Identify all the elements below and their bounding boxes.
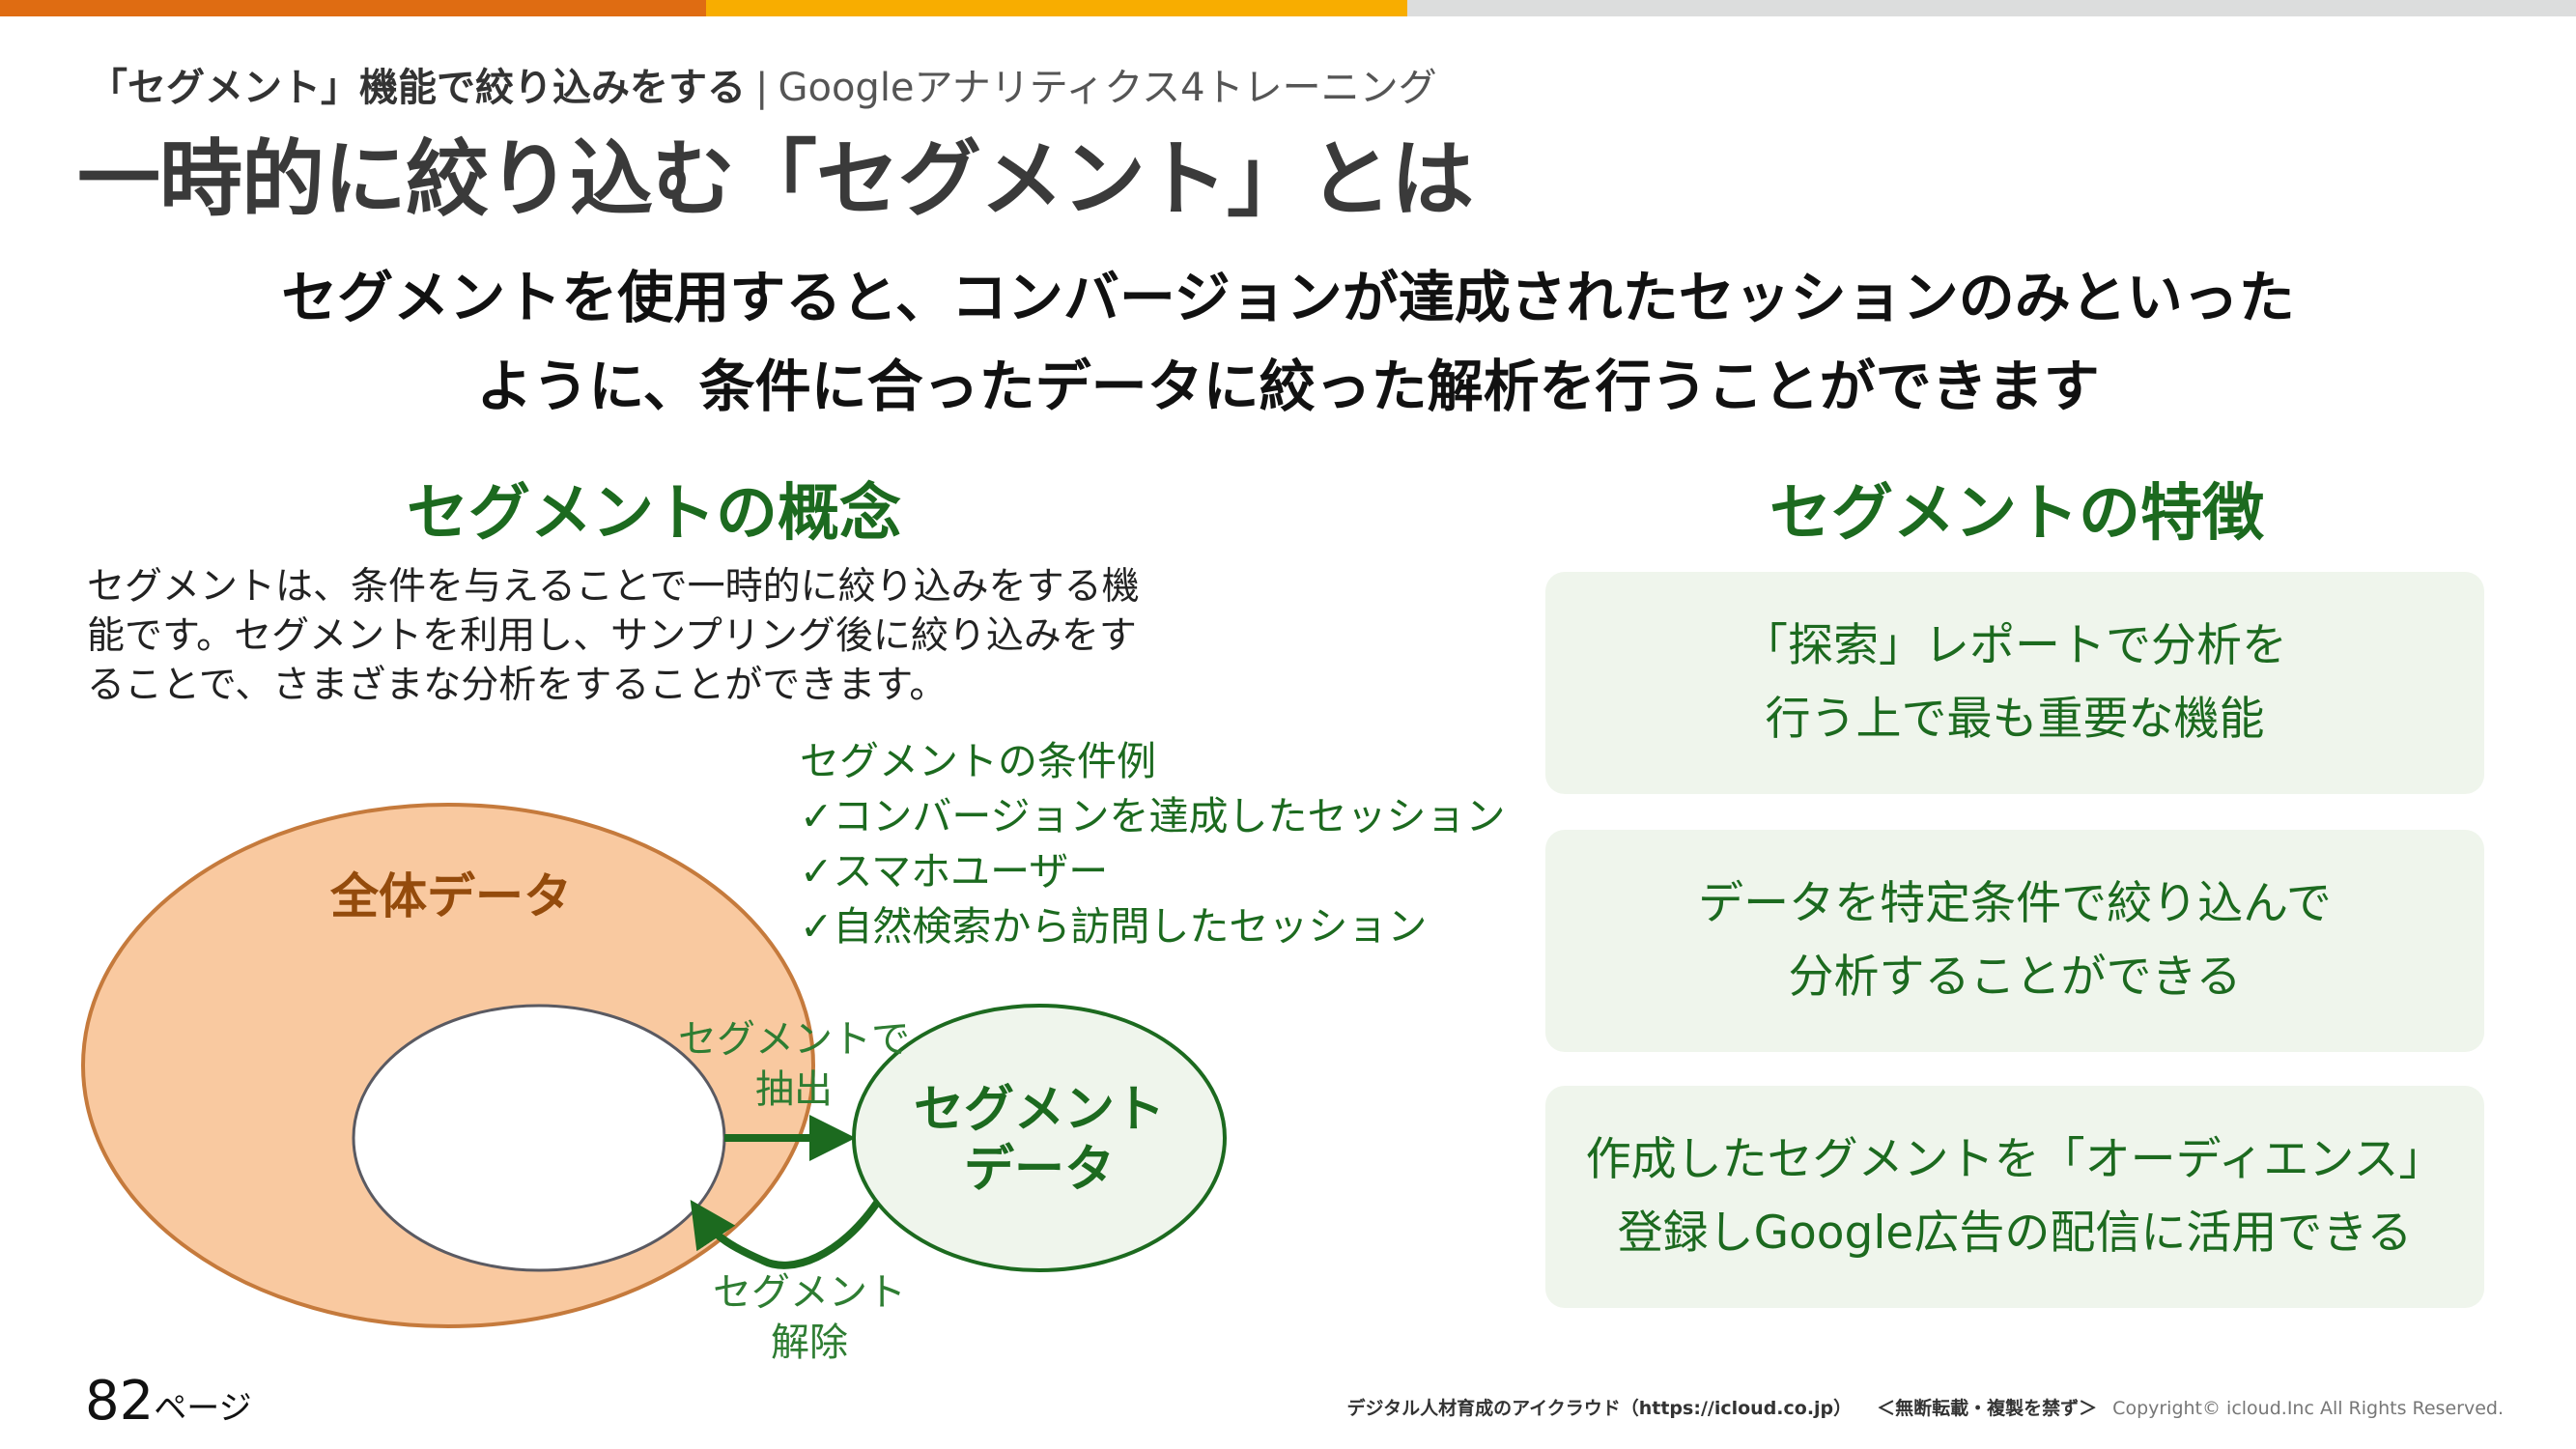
segment-data-label-line-1: セグメント — [913, 1081, 1166, 1139]
release-label: セグメント 解除 — [713, 1267, 906, 1368]
feature-card-line-1: 作成したセグメントを「オーディエンス」 — [1585, 1133, 2445, 1186]
feature-card: 作成したセグメントを「オーディエンス」 登録しGoogle広告の配信に活用できる — [1545, 1086, 2484, 1308]
feature-card-line-2: 分析することができる — [1788, 951, 2242, 1004]
release-label-line-1: セグメント — [713, 1270, 906, 1315]
release-arrow — [690, 1200, 881, 1269]
feature-card-line-1: 「探索」レポートで分析を — [1742, 619, 2287, 672]
footer-company: デジタル人材育成のアイクラウド（https://icloud.co.jp） — [1346, 1398, 1853, 1419]
subtitle-separator: | — [755, 66, 769, 110]
release-label-line-2: 解除 — [771, 1321, 848, 1365]
feature-card-line-2: 行う上で最も重要な機能 — [1765, 693, 2265, 746]
concept-paragraph: セグメントは、条件を与えることで一時的に絞り込みをする機 能です。セグメントを利… — [87, 562, 1246, 710]
accent-bar-orange — [0, 0, 706, 16]
condition-item: ✓スマホユーザー — [800, 848, 1109, 895]
condition-item: ✓コンバージョンを達成したセッション — [800, 793, 1506, 839]
footer-notice: ＜無断転載・複製を禁ず＞ — [1877, 1398, 2098, 1419]
whole-data-ellipse — [81, 803, 815, 1328]
features-heading: セグメントの特徴 — [1769, 478, 2264, 550]
feature-card: 「探索」レポートで分析を 行う上で最も重要な機能 — [1545, 572, 2484, 794]
condition-item: ✓自然検索から訪問したセッション — [800, 903, 1428, 950]
footer: デジタル人材育成のアイクラウド（https://icloud.co.jp） ＜無断… — [1346, 1394, 2504, 1420]
condition-examples-title: セグメントの条件例 — [800, 738, 1156, 784]
page-title: 一時的に絞り込む「セグメント」とは — [77, 131, 1474, 228]
accent-bar-yellow — [706, 0, 1407, 16]
lead-line-2: ように、条件に合ったデータに絞った解析を行うことができます — [476, 354, 2100, 419]
segment-subset-ellipse — [352, 1004, 726, 1272]
feature-card: データを特定条件で絞り込んで 分析することができる — [1545, 830, 2484, 1052]
page-number-unit: ページ — [154, 1389, 252, 1428]
extract-label-line-1: セグメントで — [678, 1017, 910, 1062]
page-number-value: 82 — [85, 1370, 155, 1433]
subtitle-topic: 「セグメント」機能で絞り込みをする — [89, 66, 746, 110]
top-accent-bar — [0, 0, 2576, 16]
extract-label-line-2: 抽出 — [755, 1067, 833, 1112]
paragraph-line: セグメントは、条件を与えることで一時的に絞り込みをする機 — [87, 565, 1140, 609]
condition-examples: セグメントの条件例 ✓コンバージョンを達成したセッション ✓スマホユーザー ✓自… — [800, 734, 1506, 954]
subtitle-course: Googleアナリティクス4トレーニング — [778, 66, 1437, 110]
whole-data-label: 全体データ — [330, 868, 572, 924]
feature-card-line-1: データを特定条件で絞り込んで — [1698, 877, 2332, 930]
paragraph-line: 能です。セグメントを利用し、サンプリング後に絞り込みをす — [87, 614, 1137, 658]
extract-label: セグメントで 抽出 — [678, 1014, 910, 1115]
lead-text: セグメントを使用すると、コンバージョンが達成されたセッションのみといった ように… — [0, 253, 2576, 431]
section-subtitle: 「セグメント」機能で絞り込みをする|Googleアナリティクス4トレーニング — [89, 56, 1437, 112]
segment-data-label: セグメント データ — [914, 1080, 1165, 1200]
accent-bar-gray — [1407, 0, 2576, 16]
page-number: 82ページ — [85, 1370, 252, 1433]
segment-data-label-line-2: データ — [963, 1141, 1116, 1199]
lead-line-1: セグメントを使用すると、コンバージョンが達成されたセッションのみといった — [281, 265, 2295, 330]
concept-heading: セグメントの概念 — [407, 478, 901, 550]
footer-copyright: Copyright© icloud.Inc All Rights Reserve… — [2112, 1398, 2504, 1419]
segment-data-ellipse — [852, 1004, 1227, 1272]
paragraph-line: ることで、さまざまな分析をすることができます。 — [87, 664, 948, 707]
feature-card-line-2: 登録しGoogle広告の配信に活用できる — [1617, 1207, 2413, 1260]
